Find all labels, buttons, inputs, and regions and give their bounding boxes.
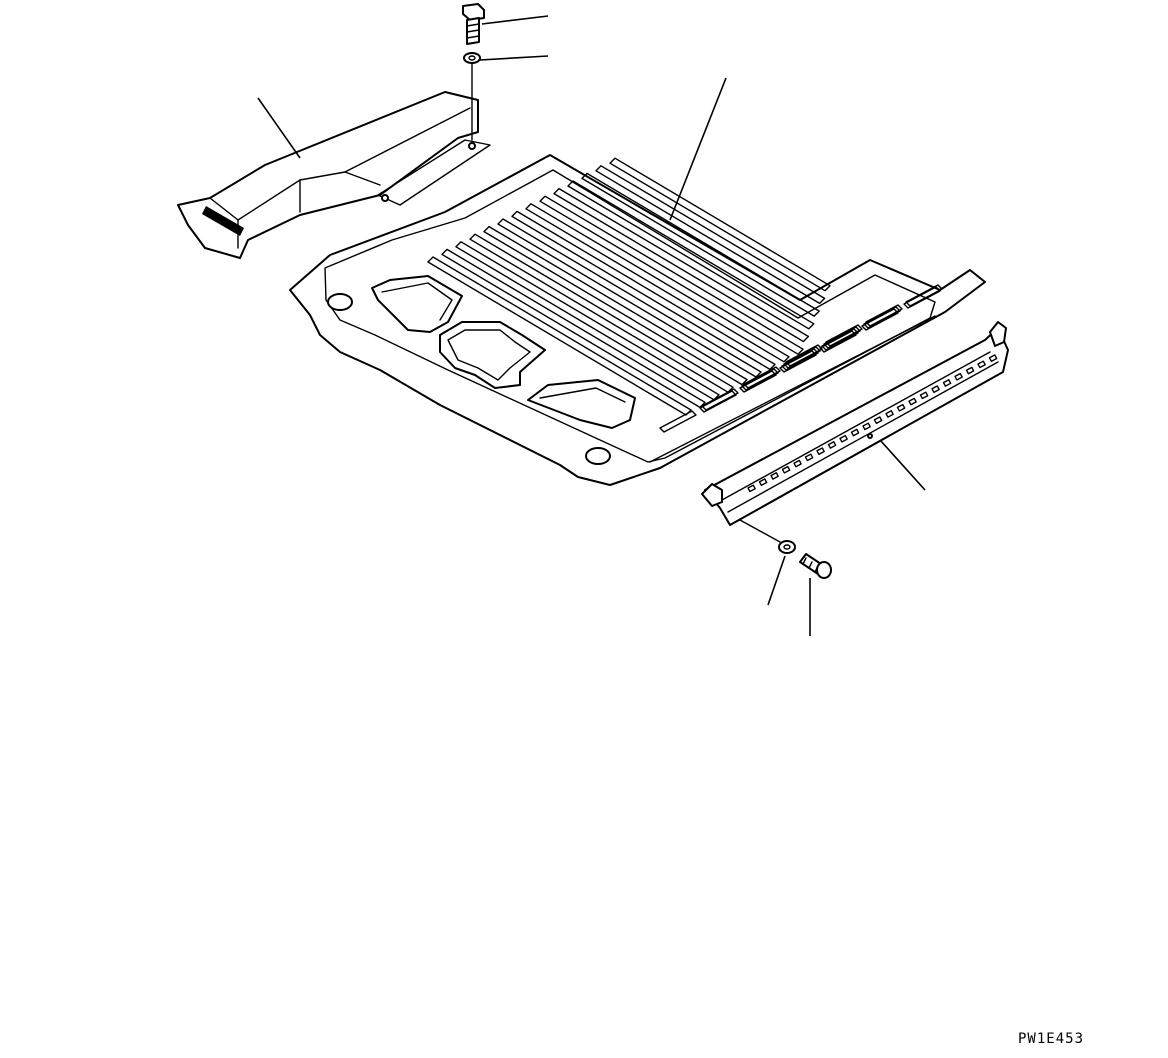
bolt-bottom [800,554,831,578]
mat-short-rib [700,391,736,412]
centre-recess-inner [448,330,530,380]
washer-top-hole [469,56,475,60]
leader-duct-cover [258,98,300,158]
rail-slot [852,429,859,435]
mat-rib [442,249,705,407]
rail-strip-clip-left [702,484,722,506]
rail-slot [863,423,870,429]
floor-mat-ribs [428,158,942,432]
mat-short-rib [660,411,696,432]
mat-rib [498,219,761,377]
bolt-bottom-head [817,562,831,578]
centre-recess [440,322,545,388]
duct-cover-bolt-hole [469,143,475,149]
leader-lines [258,16,925,636]
mat-rib [456,242,719,400]
mat-rib [428,257,691,415]
rail-slot [875,417,882,423]
pedal-well-right-inner [540,388,625,402]
rail-slot [886,411,893,417]
rail-slot [932,386,939,392]
rail-slot [783,467,790,473]
rail-slot [760,479,767,485]
mat-rib [568,181,814,329]
mat-rib [596,166,825,304]
washer-bottom-hole [784,545,790,549]
pedal-well-right [528,380,635,428]
mat-short-rib [862,309,898,330]
drawing-code: PW1E453 [1018,1031,1085,1047]
leader-washer-bottom [768,556,785,605]
mat-short-rib [906,285,942,306]
mat-short-rib [786,345,822,366]
rail-strip-hole [868,434,872,438]
rail-strip-clip-right [990,322,1006,346]
bolt-bottom-centreline [740,520,780,542]
rail-slot [817,448,824,454]
duct-cover-hole [382,195,388,201]
rail-slot [794,460,801,466]
mat-short-rib [784,347,820,368]
rail-slot [748,485,755,491]
pedal-well-left-inner [382,283,452,320]
leader-bolt-top [482,16,548,24]
mat-rib [540,196,803,354]
mat-rib [582,173,819,316]
washer-bottom [779,541,795,553]
duct-cover-mount-tab [202,206,244,236]
mat-short-rib [904,287,940,308]
rail-strip-inner-edge [722,352,998,512]
rail-slot [955,374,962,380]
mat-rib [512,211,775,369]
rail-slot [806,454,813,460]
mat-short-rib [742,369,778,390]
mat-short-rib [820,331,856,352]
rail-strip-slots [748,355,997,492]
bolt-top-head [463,4,484,20]
rail-slot [978,361,985,367]
floor-mat-outline [290,155,985,485]
mat-rib [554,189,808,342]
mat-short-rib [782,349,818,370]
mat-short-rib [744,367,780,388]
mat-rib [470,234,733,392]
rail-strip [702,322,1008,525]
mat-boss-front [586,448,610,464]
rail-slot [967,367,974,373]
rail-slot [840,436,847,442]
rail-slot [990,355,997,361]
rail-slot [898,405,905,411]
leader-floor-mat [670,78,726,220]
floor-mat [290,155,985,485]
mat-short-rib [864,307,900,328]
bolt-top [463,4,484,44]
mat-short-rib [702,389,738,410]
rail-slot [921,392,928,398]
bolt-top-thread [467,24,479,38]
mat-short-rib [740,371,776,392]
mat-rib [526,204,789,362]
duct-cover [178,92,490,258]
leader-rail-strip [880,440,925,490]
mat-short-rib [824,327,860,348]
rail-slot [944,380,951,386]
mat-boss-left [328,294,352,310]
washer-top [464,53,480,63]
mat-short-rib [780,351,816,372]
mat-rib [610,158,830,291]
rail-slot [771,473,778,479]
duct-cover-flange [378,140,490,205]
leader-washer-top [480,56,548,60]
rail-slot [909,398,916,404]
mat-short-rib [822,329,858,350]
floor-mat-front-ridge [650,316,935,462]
mat-short-rib [866,305,902,326]
mat-rib [484,227,747,385]
floor-mat-inner-rim [325,170,935,462]
rail-slot [829,442,836,448]
mat-short-rib [826,325,862,346]
